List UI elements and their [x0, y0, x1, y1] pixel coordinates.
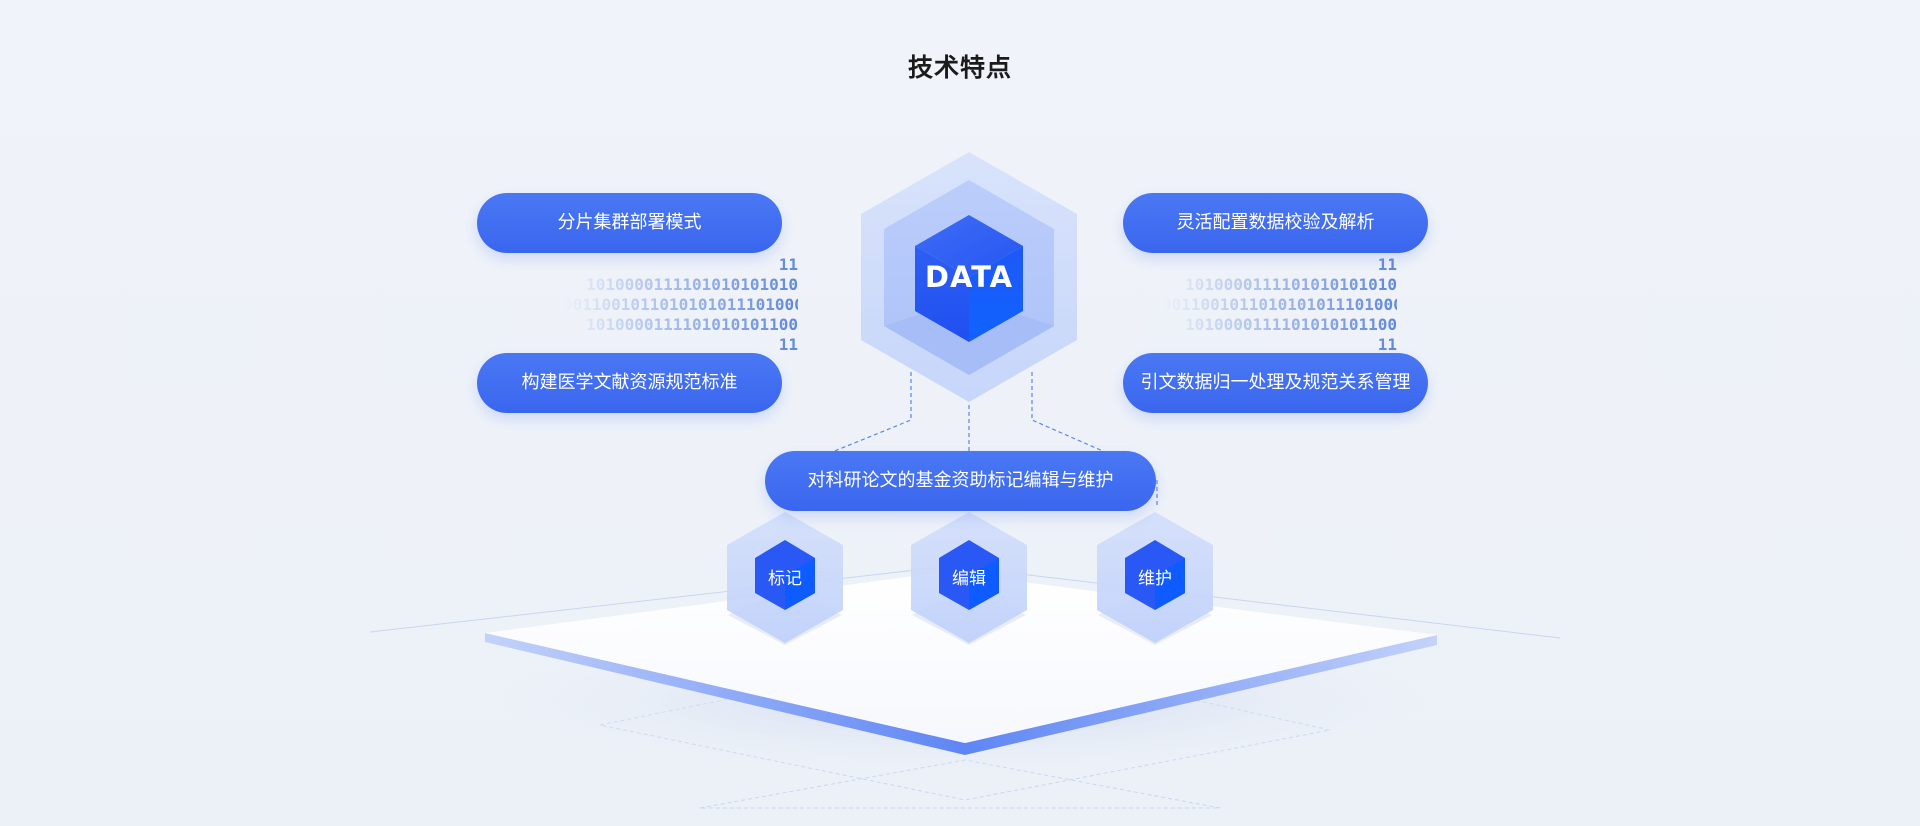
connector-lines — [831, 372, 1158, 505]
feature-pill-medical-standard: 构建医学文献资源规范标准 — [477, 353, 782, 413]
sub-module-label-mark: 标记 — [768, 569, 802, 589]
feature-pill-flexible-config: 灵活配置数据校验及解析 — [1123, 193, 1428, 253]
sub-hexagon-edit — [911, 512, 1027, 645]
page-title: 技术特点 — [907, 53, 1012, 82]
binary-decoration-right: 11 1010000111101010101010 00110010110101… — [1162, 255, 1397, 354]
binary-decoration-left: 11 1010000111101010101010 00110010110101… — [563, 255, 798, 354]
data-hexagon — [861, 152, 1077, 402]
feature-pill-fund-marking: 对科研论文的基金资助标记编辑与维护 — [765, 451, 1156, 511]
feature-pill-shard-cluster: 分片集群部署模式 — [477, 193, 782, 253]
sub-hexagon-mark — [727, 512, 843, 645]
sub-module-label-edit: 编辑 — [952, 569, 986, 589]
sub-hexagon-maintain — [1097, 512, 1213, 645]
feature-pill-citation-normalize: 引文数据归一处理及规范关系管理 — [1123, 353, 1428, 413]
data-core-label: DATA — [924, 260, 1014, 294]
sub-module-label-maintain: 维护 — [1138, 569, 1172, 589]
